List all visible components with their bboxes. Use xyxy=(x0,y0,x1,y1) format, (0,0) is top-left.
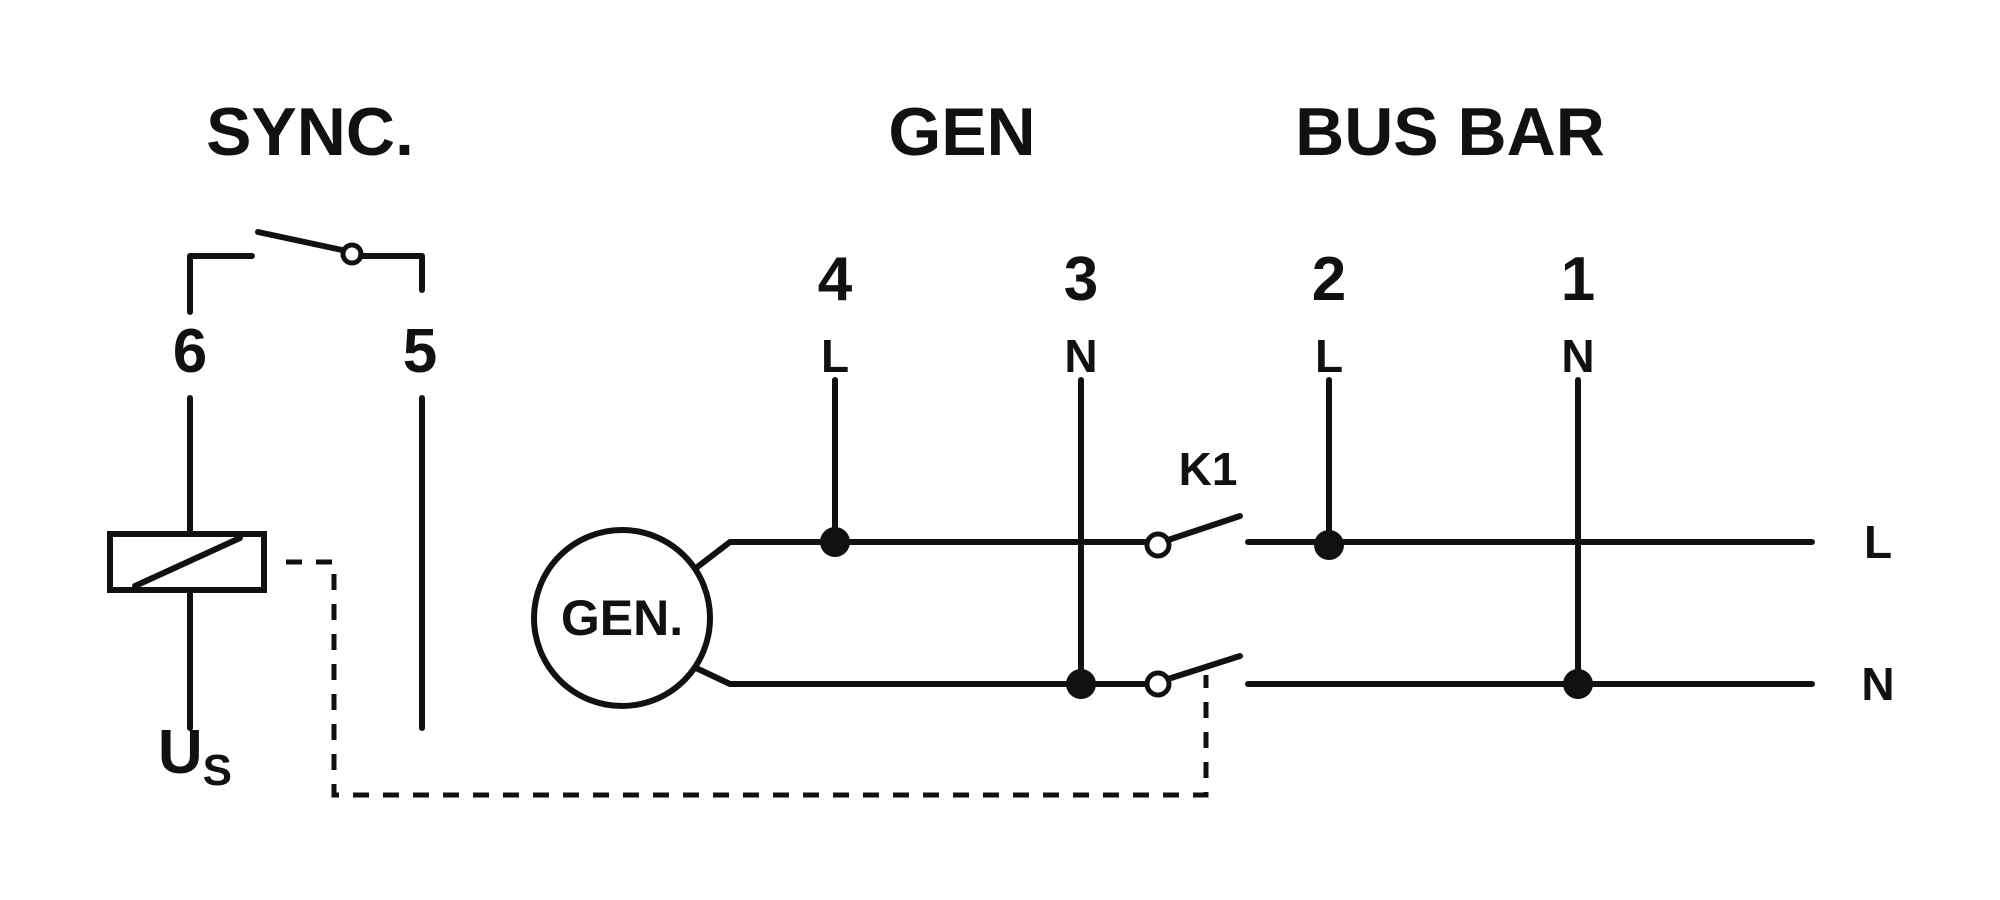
terminal-4-junction xyxy=(820,527,850,557)
terminal-2-number: 2 xyxy=(1312,245,1346,314)
sync-contact-terminal xyxy=(340,242,364,266)
terminal-2-junction xyxy=(1314,530,1344,560)
terminal-6-label: 6 xyxy=(173,317,207,386)
terminal-4-number: 4 xyxy=(818,245,853,314)
bus-bar-live-label: L xyxy=(1864,516,1892,568)
gen-live-wire xyxy=(693,539,1151,571)
terminal-3-number: 3 xyxy=(1064,245,1098,314)
relay-coil xyxy=(107,531,267,593)
generator-circle xyxy=(531,527,713,709)
sync-relay-contact xyxy=(187,229,425,315)
supply-label-main: U xyxy=(158,718,203,787)
terminal-2-line: L xyxy=(1315,330,1343,382)
bus-bar-heading: BUS BAR xyxy=(1295,94,1605,170)
terminal-1-junction xyxy=(1563,669,1593,699)
k1-contact-neutral xyxy=(1144,653,1243,698)
bus-bar-neutral-label: N xyxy=(1861,658,1894,710)
supply-label: US xyxy=(158,718,232,795)
sync-heading: SYNC. xyxy=(206,94,414,170)
sync-contact-blade xyxy=(255,229,345,253)
supply-label-subscript: S xyxy=(203,746,232,795)
sync-contact-right-lead xyxy=(358,253,425,293)
gen-neutral-wire xyxy=(693,665,1151,687)
k1-label: K1 xyxy=(1179,443,1238,495)
terminal-4-line: L xyxy=(821,330,849,382)
k1-contact-live xyxy=(1144,513,1243,559)
k1-live-blade xyxy=(1165,513,1243,543)
k1-live-terminal xyxy=(1144,531,1172,559)
terminal-1-line: N xyxy=(1561,330,1594,382)
generator-label: GEN. xyxy=(561,590,683,646)
terminal-3-junction xyxy=(1066,669,1096,699)
terminal-3-line: N xyxy=(1064,330,1097,382)
control-dashed-line xyxy=(286,559,1209,798)
gen-heading: GEN xyxy=(888,94,1035,170)
k1-neutral-terminal xyxy=(1144,670,1172,698)
k1-neutral-blade xyxy=(1165,653,1243,682)
relay-coil-diagonal xyxy=(132,535,243,589)
sync-contact-left-lead xyxy=(187,253,255,315)
generator: GEN. xyxy=(531,527,713,709)
terminal-1-number: 1 xyxy=(1561,245,1595,314)
terminal-5-label: 5 xyxy=(403,317,437,386)
